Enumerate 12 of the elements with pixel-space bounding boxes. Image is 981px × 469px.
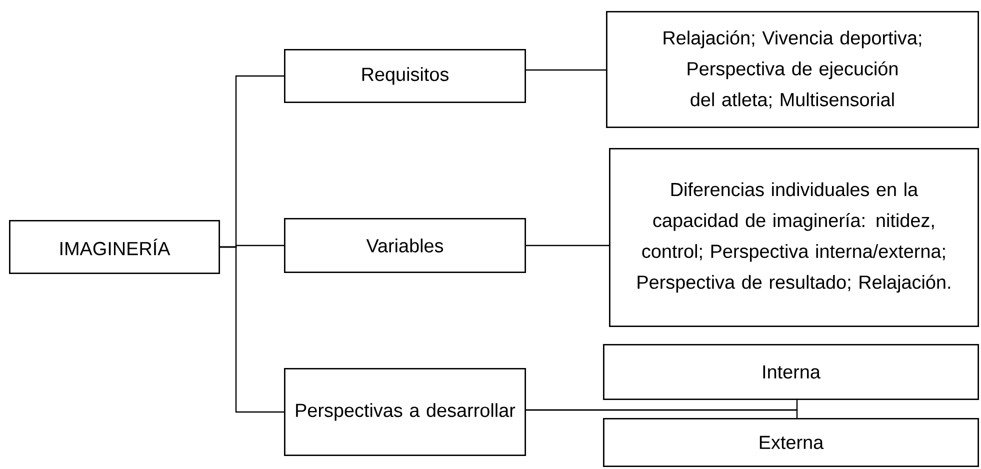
topic-box: IMAGINERÍA <box>9 220 220 274</box>
detail-box: Externa <box>603 418 979 467</box>
detail-box: Diferencias individuales en la capacidad de imaginería: nitidez, control; Perspectiva interna/externa; Perspectiva de resultado; Relajación. <box>609 148 979 327</box>
connector-line <box>526 409 798 418</box>
category-box: Variables <box>284 218 526 273</box>
category-box: Requisitos <box>284 49 526 103</box>
detail-box: Relajación; Vivencia deportiva; Perspectiva de ejecución del atleta; Multisensorial <box>606 11 979 128</box>
connector-line <box>220 246 284 413</box>
connector-line <box>526 244 609 246</box>
detail-box: Interna <box>603 344 979 400</box>
connector-line <box>526 69 606 71</box>
category-box: Perspectivas a desarrollar <box>284 368 526 456</box>
